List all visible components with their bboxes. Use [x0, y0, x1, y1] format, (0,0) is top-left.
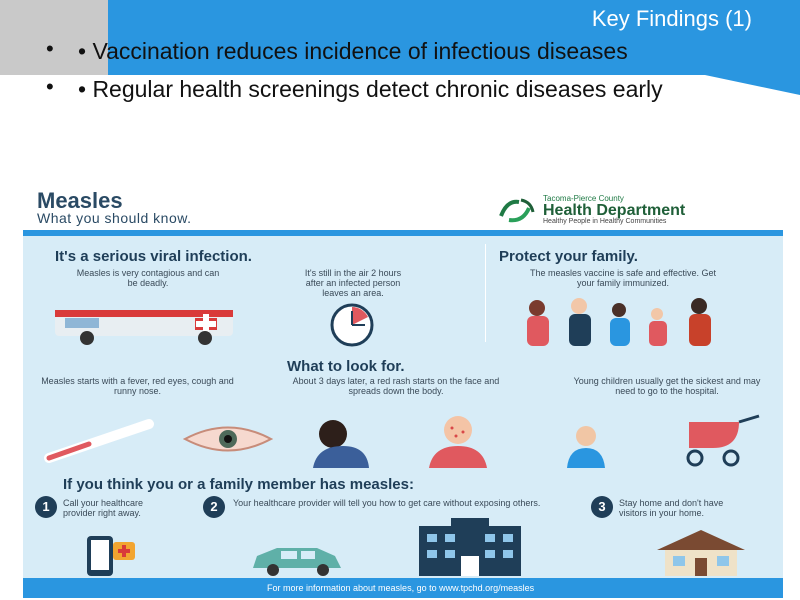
family-icon [527, 298, 711, 346]
look-heading: What to look for. [287, 358, 405, 375]
sick-person-icon [313, 420, 369, 468]
protect-text: The measles vaccine is safe and effectiv… [530, 268, 716, 288]
step-2-text: Your healthcare provider will tell you h… [233, 498, 541, 508]
bullet-item: • Vaccination reduces incidence of infec… [40, 33, 740, 67]
poster-subtitle: What you should know. [37, 210, 192, 226]
step-1-number: 1 [35, 496, 57, 518]
poster-footer: For more information about measles, go t… [23, 578, 783, 598]
slide-title: Key Findings (1) [591, 6, 752, 31]
bullet-item: • Regular health screenings detect chron… [40, 71, 740, 105]
step-2-number: 2 [203, 496, 225, 518]
poster-header: Measles What you should know. Tacoma-Pie… [23, 178, 783, 228]
health-department-logo-icon [499, 198, 535, 223]
poster-title: Measles [37, 188, 123, 213]
thermometer-icon [44, 419, 154, 463]
rash-face-icon [429, 416, 487, 468]
house-icon [657, 530, 745, 576]
think-heading: If you think you or a family member has … [63, 476, 414, 493]
serious-heading: It's a serious viral infection. [55, 248, 252, 265]
look-text-rash: About 3 days later, a red rash starts on… [292, 376, 500, 396]
look-text-fever: Measles starts with a fever, red eyes, c… [41, 376, 234, 396]
section-divider [485, 244, 486, 342]
stroller-icon [686, 414, 760, 467]
poster-top-rule [23, 230, 783, 236]
child-icon [567, 426, 605, 468]
phone-icon [87, 536, 135, 576]
dept-top-line: Tacoma-Pierce County [543, 194, 624, 203]
step-3-text: Stay home and don't have visitors in you… [619, 498, 724, 518]
serious-text-contagious: Measles is very contagious and can be de… [76, 268, 220, 288]
car-icon [253, 548, 341, 576]
step-1-text: Call your healthcare provider right away… [63, 498, 144, 518]
measles-infographic: Measles What you should know. Tacoma-Pie… [23, 178, 783, 598]
hospital-icon [419, 518, 521, 576]
serious-text-air: It's still in the air 2 hours after an i… [304, 268, 402, 298]
poster-body [23, 230, 783, 598]
protect-heading: Protect your family. [499, 248, 638, 265]
red-eye-icon [183, 426, 273, 452]
ambulance-icon [55, 310, 233, 345]
dept-name: Health Department [543, 202, 686, 219]
bullet-list: • Vaccination reduces incidence of infec… [40, 33, 740, 112]
step-3-number: 3 [591, 496, 613, 518]
clock-icon [330, 303, 374, 347]
look-text-children: Young children usually get the sickest a… [573, 376, 761, 396]
poster-footer-text: For more information about measles, go t… [267, 583, 535, 593]
dept-tagline: Healthy People in Healthy Communities [543, 218, 667, 225]
